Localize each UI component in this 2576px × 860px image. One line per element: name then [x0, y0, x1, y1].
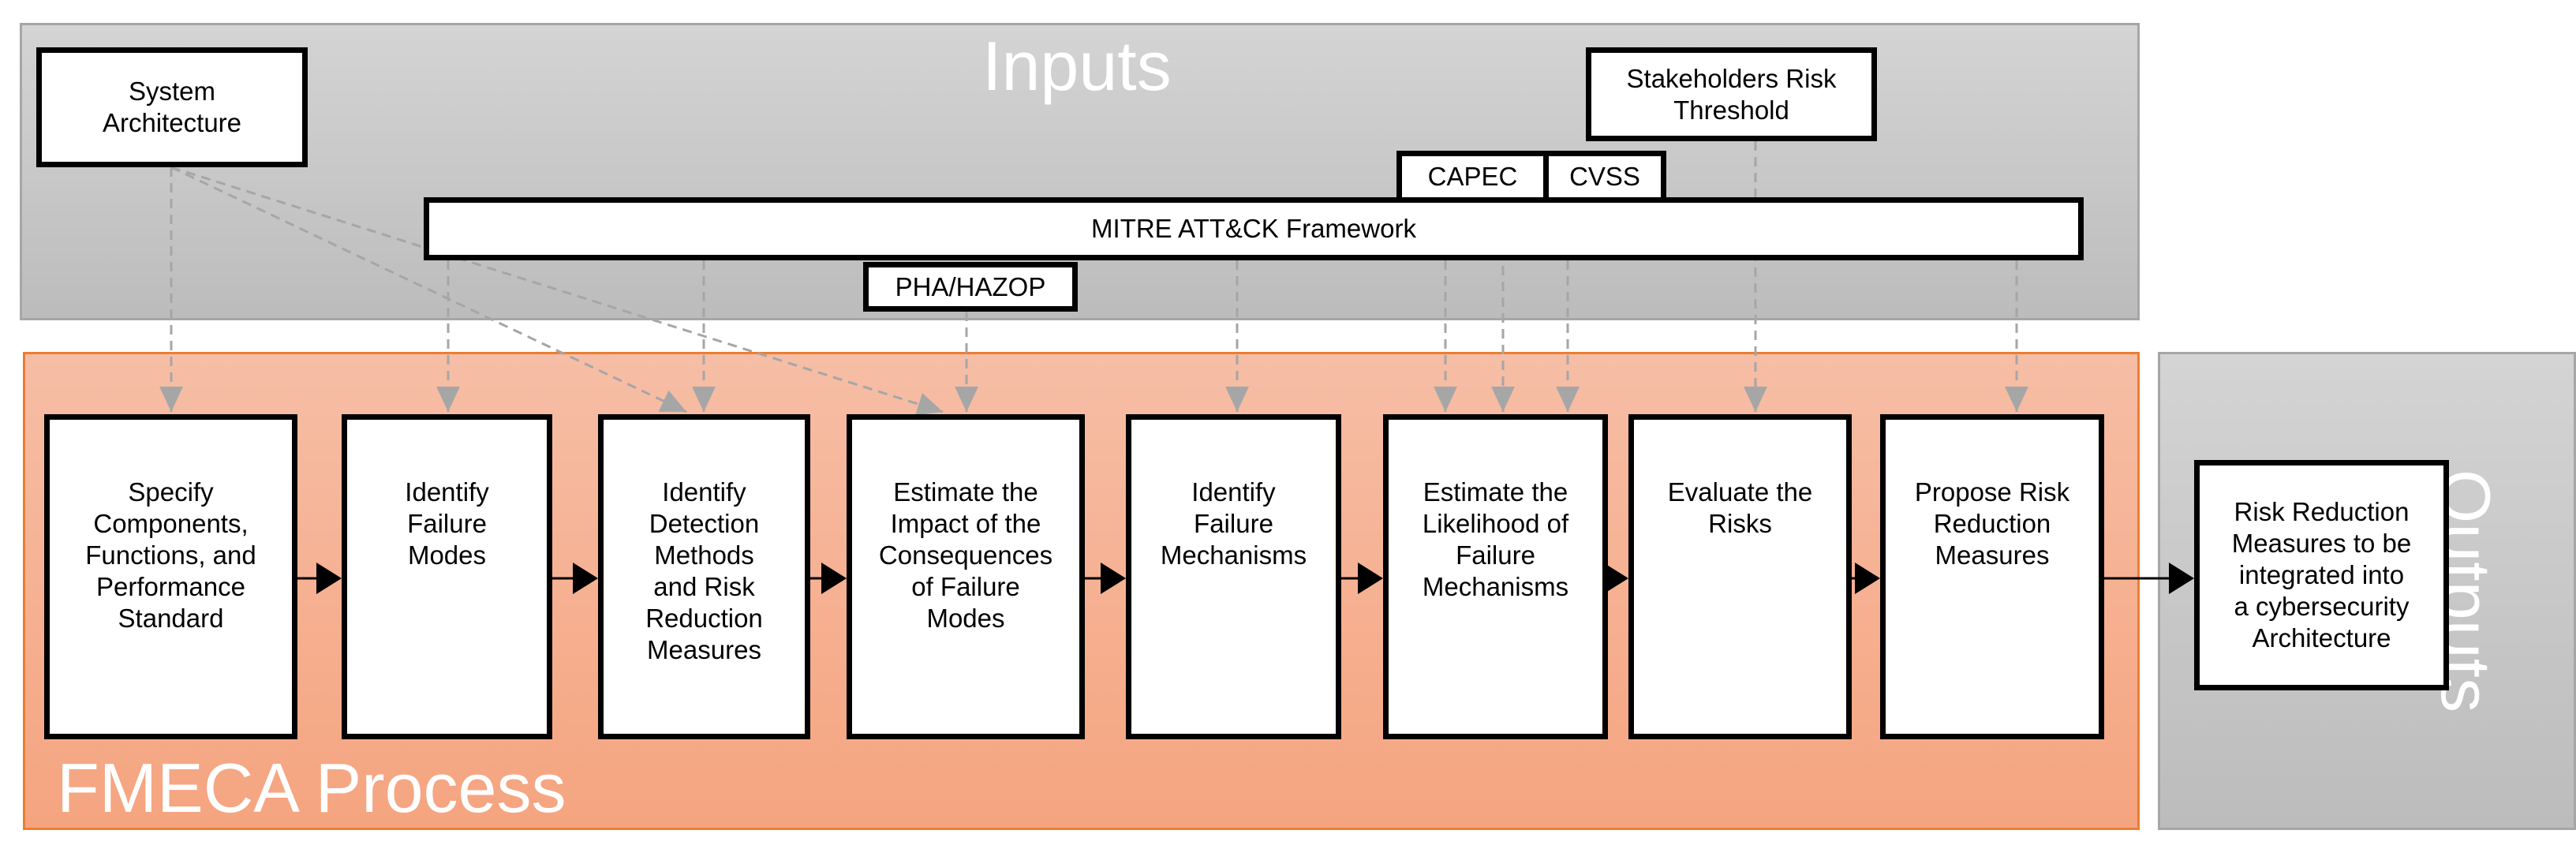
pha-hazop-box: PHA/HAZOP — [863, 262, 1078, 312]
process-step-7: Evaluate the Risks — [1628, 414, 1852, 739]
process-step-5: Identify Failure Mechanisms — [1126, 414, 1341, 739]
cvss-label: CVSS — [1569, 162, 1640, 191]
arrowhead-icon — [1491, 387, 1515, 412]
arrowhead-icon — [692, 387, 716, 412]
mitre-attack-framework-box: MITRE ATT&CK Framework — [424, 197, 2084, 260]
capec-label: CAPEC — [1427, 162, 1518, 191]
process-step-label: Identify Detection Methods and Risk Redu… — [645, 477, 763, 664]
arrowhead-icon — [2005, 387, 2028, 412]
stakeholders-risk-threshold-box: Stakeholders Risk Threshold — [1586, 47, 1877, 141]
capec-box: CAPEC — [1396, 151, 1549, 203]
arrowhead-icon — [1434, 387, 1457, 412]
process-step-2: Identify Failure Modes — [342, 414, 552, 739]
arrowhead-icon — [955, 387, 978, 412]
fmeca-process-title: FMECA Process — [57, 749, 566, 827]
process-step-label: Identify Failure Mechanisms — [1160, 477, 1307, 570]
process-step-label: Identify Failure Modes — [405, 477, 489, 570]
inputs-title: Inputs — [982, 27, 1172, 105]
dashed-input-arrow — [170, 166, 944, 413]
output-result-label: Risk Reduction Measures to be integrated… — [2231, 497, 2412, 652]
arrowhead-icon — [1101, 563, 1126, 594]
arrowhead-icon — [1556, 387, 1580, 412]
arrowhead-icon — [914, 393, 943, 416]
arrowhead-icon — [159, 387, 183, 412]
process-step-1: Specify Components, Functions, and Perfo… — [44, 414, 297, 739]
process-step-8: Propose Risk Reduction Measures — [1880, 414, 2104, 739]
system-architecture-box: System Architecture — [36, 47, 308, 167]
mitre-attack-framework-label: MITRE ATT&CK Framework — [1091, 214, 1416, 243]
dashed-input-arrow — [170, 166, 687, 413]
stakeholders-risk-threshold-label: Stakeholders Risk Threshold — [1626, 63, 1837, 125]
arrowhead-icon — [2169, 563, 2194, 594]
output-result-box: Risk Reduction Measures to be integrated… — [2194, 460, 2449, 690]
arrowhead-icon — [1603, 563, 1628, 594]
cvss-box: CVSS — [1543, 151, 1666, 203]
arrowhead-icon — [1744, 387, 1767, 412]
process-step-label: Estimate the Impact of the Consequences … — [878, 477, 1053, 633]
process-step-label: Evaluate the Risks — [1667, 477, 1813, 538]
arrowhead-icon — [1358, 563, 1383, 594]
pha-hazop-label: PHA/HAZOP — [895, 271, 1046, 301]
arrowhead-icon — [436, 387, 460, 412]
arrowhead-icon — [316, 563, 342, 594]
arrowhead-icon — [821, 563, 847, 594]
process-step-4: Estimate the Impact of the Consequences … — [847, 414, 1085, 739]
process-step-label: Specify Components, Functions, and Perfo… — [85, 477, 256, 633]
arrowhead-icon — [658, 390, 686, 412]
arrowhead-icon — [573, 563, 598, 594]
process-step-label: Estimate the Likelihood of Failure Mecha… — [1422, 477, 1569, 601]
system-architecture-label: System Architecture — [102, 77, 242, 137]
arrowhead-icon — [1225, 387, 1249, 412]
process-step-3: Identify Detection Methods and Risk Redu… — [598, 414, 810, 739]
process-step-6: Estimate the Likelihood of Failure Mecha… — [1383, 414, 1608, 739]
arrowhead-icon — [1855, 563, 1880, 594]
process-step-label: Propose Risk Reduction Measures — [1914, 477, 2070, 570]
